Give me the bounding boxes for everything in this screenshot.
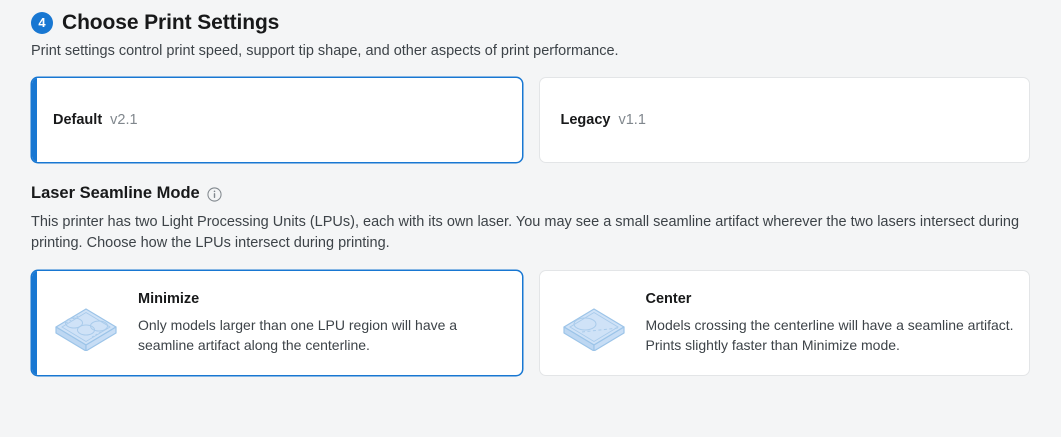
laser-seamline-mode-heading: Laser Seamline Mode [31, 184, 1030, 203]
print-setting-version: v1.1 [618, 111, 646, 128]
build-plate-three-regions-icon [52, 295, 120, 352]
seamline-mode-minimize-text: Minimize Only models larger than one LPU… [138, 291, 508, 356]
info-circle-icon[interactable] [207, 186, 222, 202]
step-header: 4 Choose Print Settings [31, 0, 1030, 34]
seamline-mode-option-center[interactable]: Center Models crossing the centerline wi… [538, 270, 1030, 377]
print-setting-name: Default [53, 111, 103, 128]
seamline-mode-option-minimize[interactable]: Minimize Only models larger than one LPU… [31, 270, 523, 377]
print-setting-option-default-content: Default v2.1 [32, 112, 138, 128]
seamline-mode-option-minimize-content: Minimize Only models larger than one LPU… [32, 291, 522, 356]
seamline-mode-options: Minimize Only models larger than one LPU… [31, 270, 1030, 377]
laser-seamline-mode-description: This printer has two Light Processing Un… [31, 213, 1020, 252]
seamline-mode-title: Minimize [138, 290, 200, 307]
print-setting-option-legacy-content: Legacy v1.1 [540, 112, 646, 128]
seamline-mode-option-center-content: Center Models crossing the centerline wi… [540, 291, 1030, 356]
print-setting-option-default[interactable]: Default v2.1 [31, 76, 523, 163]
print-setting-name: Legacy [560, 111, 611, 128]
print-setting-version: v2.1 [110, 111, 138, 128]
step-subtitle: Print settings control print speed, supp… [31, 43, 619, 60]
page-title: Choose Print Settings [62, 11, 280, 34]
seamline-mode-title: Center [645, 290, 692, 307]
print-setting-option-legacy[interactable]: Legacy v1.1 [538, 76, 1030, 163]
step-number-badge: 4 [31, 11, 53, 34]
print-settings-options: Default v2.1 Legacy v1.1 [31, 76, 1030, 163]
seamline-mode-center-text: Center Models crossing the centerline wi… [646, 291, 1016, 356]
build-plate-centerline-icon [560, 295, 628, 352]
section-title: Laser Seamline Mode [31, 183, 200, 202]
seamline-mode-description: Only models larger than one LPU region w… [138, 317, 458, 354]
seamline-mode-description: Models crossing the centerline will have… [645, 317, 1014, 354]
